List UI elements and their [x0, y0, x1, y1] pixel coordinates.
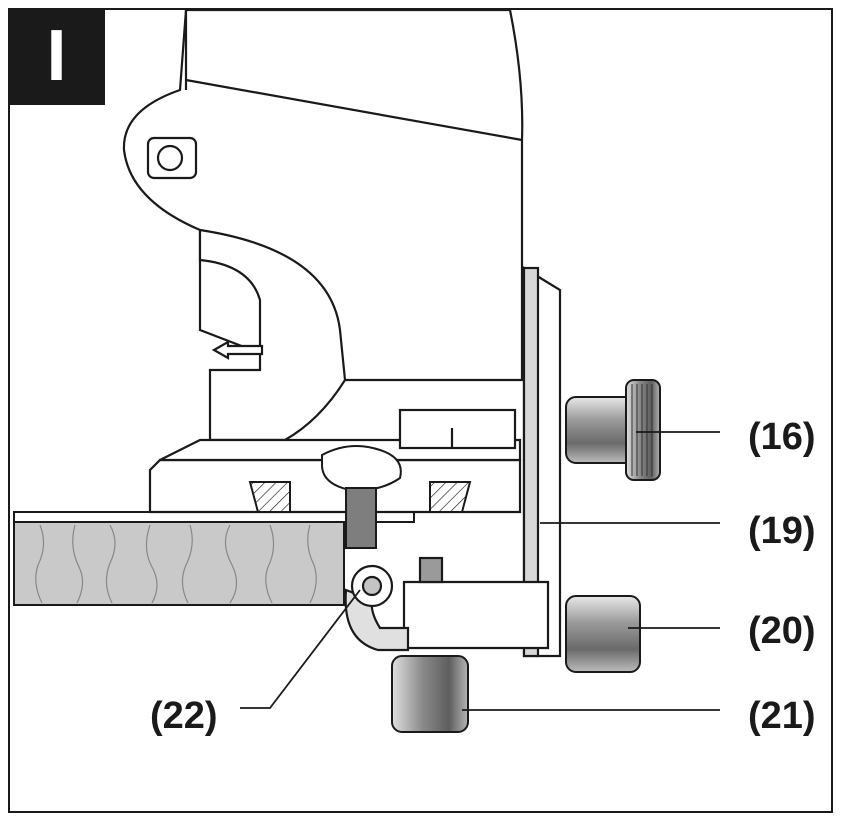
router-body	[122, 8, 524, 514]
l-bracket	[344, 556, 550, 652]
knob-16	[565, 379, 661, 481]
knob-21	[391, 655, 469, 733]
callout-20: (20)	[748, 610, 816, 652]
leader-lines	[240, 431, 720, 711]
guide-plate	[522, 266, 562, 658]
callout-16: (16)	[748, 416, 816, 458]
callout-21: (21)	[748, 695, 816, 737]
callout-22: (22)	[150, 695, 218, 737]
callout-19: (19)	[748, 510, 816, 552]
clamp-section	[248, 445, 472, 549]
wood-grain	[35, 524, 317, 604]
knob-20	[565, 595, 641, 673]
figure-label-badge: I	[8, 8, 105, 105]
figure-label: I	[46, 16, 67, 96]
leader-22	[240, 589, 361, 709]
